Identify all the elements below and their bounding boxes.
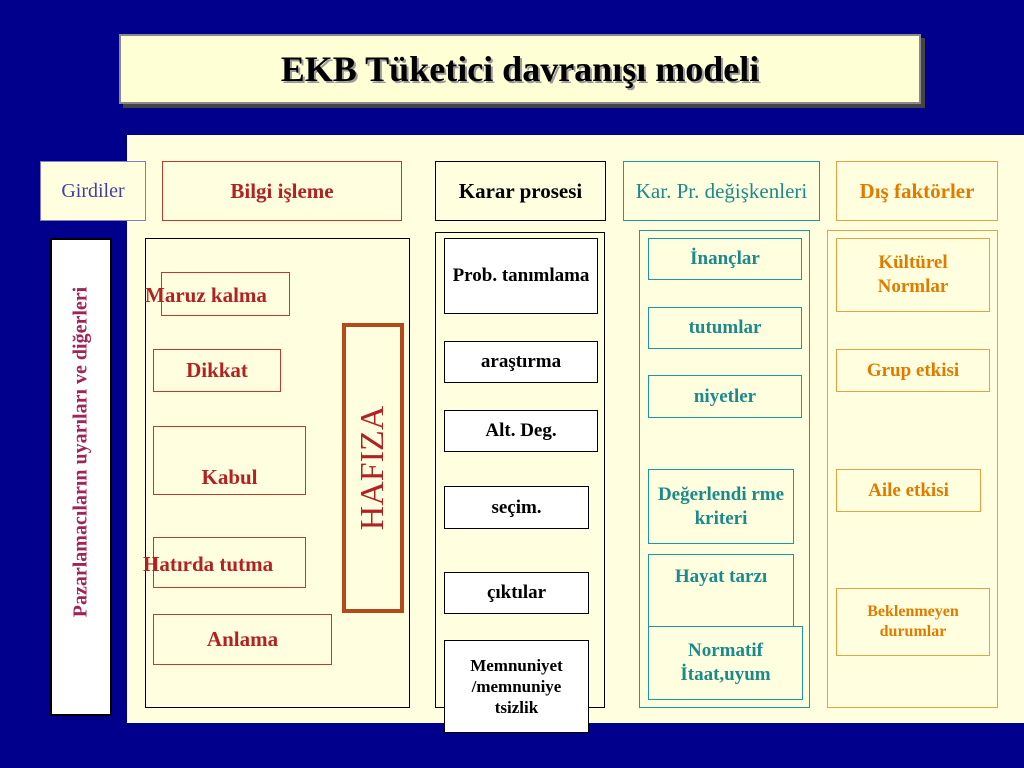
page-title: EKB Tüketici davranışı modeli	[280, 48, 760, 89]
maruz-kalma-box	[161, 272, 290, 316]
hafiza-box	[342, 323, 404, 613]
header-bilgi-isleme: Bilgi işleme	[162, 161, 402, 221]
secim-box: seçim.	[444, 486, 589, 529]
alt-deg-box: Alt. Deg.	[444, 410, 598, 452]
header-dis-faktorler: Dış faktörler	[836, 161, 998, 221]
secim-label: seçim.	[491, 496, 542, 518]
header-dis-faktorler-label: Dış faktörler	[859, 178, 975, 203]
prob-tanimlama-label: Prob. tanımlama	[452, 265, 590, 287]
header-girdiler: Girdiler	[40, 161, 146, 221]
ciktilar-box: çıktılar	[444, 572, 589, 614]
degerlendirme-kriteri-box: Değerlendi rme kriteri	[648, 469, 794, 544]
title-box: EKB Tüketici davranışı modeli	[119, 34, 921, 104]
kulturel-normlar-box: Kültürel Normlar	[836, 238, 990, 312]
hatirda-tutma-box	[153, 537, 306, 588]
hayat-tarzi-label: Hayat tarzı	[674, 566, 768, 587]
hatirda-tutma-label: Hatırda tutma	[143, 552, 274, 576]
inanclar-box: İnançlar	[648, 238, 802, 280]
niyetler-box: niyetler	[648, 375, 802, 418]
memnuniyet-box: Memnuniyet /memnuniye tsizlik	[444, 640, 589, 733]
grup-etkisi-box: Grup etkisi	[836, 349, 990, 392]
arastirma-box: araştırma	[444, 341, 598, 383]
beklenmeyen-durumlar-label: Beklenmeyen durumlar	[867, 603, 959, 640]
ciktilar-label: çıktılar	[486, 582, 547, 604]
kar-pr-column-frame	[639, 230, 810, 708]
hayat-tarzi-box: Hayat tarzı	[648, 554, 794, 628]
header-bilgi-label: Bilgi işleme	[230, 178, 334, 203]
kulturel-normlar-label: Kültürel Normlar	[877, 252, 949, 297]
inputs-vertical-label: Pazarlamacıların uyarıları ve diğerleri	[69, 286, 92, 618]
tutumlar-box: tutumlar	[648, 307, 802, 349]
anlama-label: Anlama	[206, 627, 279, 652]
inanclar-label: İnançlar	[690, 248, 760, 270]
degerlendirme-kriteri-label: Değerlendi rme kriteri	[657, 483, 785, 529]
prob-tanimlama-box: Prob. tanımlama	[444, 238, 598, 314]
normatif-itaat-box: Normatif İtaat,uyum	[648, 626, 803, 700]
header-karar-prosesi: Karar prosesi	[435, 161, 606, 221]
maruz-kalma-label: Maruz kalma	[145, 283, 267, 307]
dis-column-frame	[827, 230, 998, 708]
grup-etkisi-label: Grup etkisi	[866, 359, 960, 381]
alt-deg-label: Alt. Deg.	[485, 420, 557, 442]
bilgi-column-frame	[145, 238, 410, 708]
niyetler-label: niyetler	[693, 385, 757, 407]
arastirma-label: araştırma	[480, 351, 562, 373]
beklenmeyen-durumlar-box: Beklenmeyen durumlar	[836, 588, 990, 656]
normatif-itaat-label: Normatif İtaat,uyum	[680, 640, 771, 685]
hafiza-label: HAFIZA	[354, 405, 391, 531]
aile-etkisi-label: Aile etkisi	[868, 479, 949, 501]
memnuniyet-label: Memnuniyet /memnuniye tsizlik	[470, 655, 563, 718]
aile-etkisi-box: Aile etkisi	[836, 469, 981, 512]
tutumlar-label: tutumlar	[688, 317, 762, 339]
header-karar-label: Karar prosesi	[458, 178, 583, 203]
dikkat-label: Dikkat	[186, 358, 248, 383]
kabul-box: Kabul	[153, 426, 306, 495]
header-kar-pr: Kar. Pr. değişkenleri	[623, 161, 820, 221]
anlama-box: Anlama	[153, 614, 332, 665]
input-bar	[50, 238, 112, 716]
header-kar-pr-label: Kar. Pr. değişkenleri	[635, 178, 808, 203]
kabul-label: Kabul	[201, 464, 258, 489]
header-girdiler-label: Girdiler	[61, 179, 125, 202]
dikkat-box: Dikkat	[153, 349, 281, 392]
